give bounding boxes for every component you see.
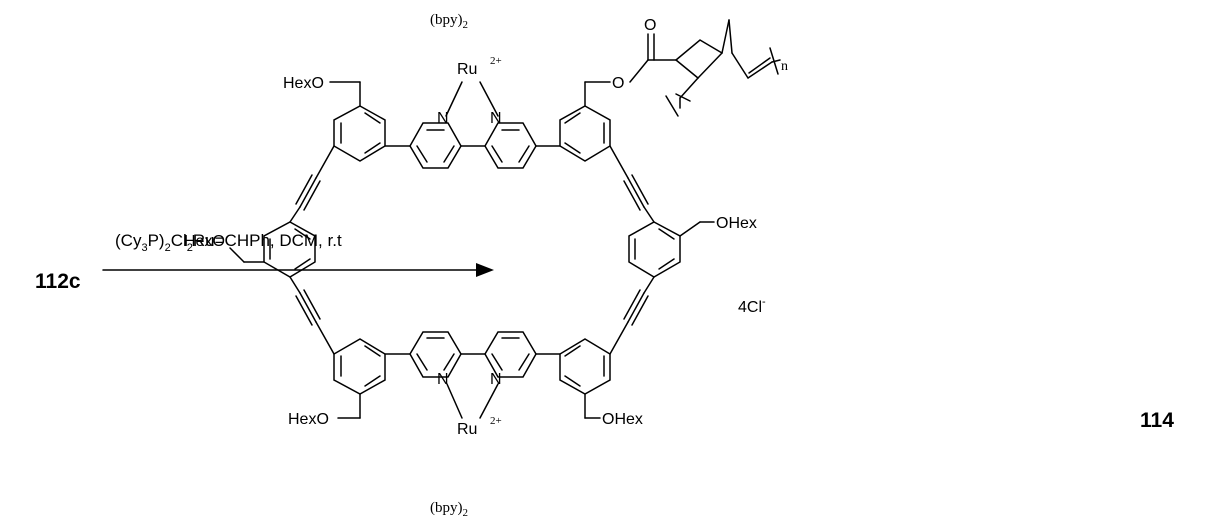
macrocycle-skeleton	[229, 19, 781, 419]
hexyloxy-bottom-right: OHex	[602, 411, 643, 428]
hexyloxy-middle-left: HexO	[184, 233, 225, 250]
nitrogen-label-top-right: N	[490, 110, 502, 127]
reaction-conditions: (Cy3P)2Cl2Ru=CHPh, DCM, r.t	[115, 231, 342, 254]
product-label: 114	[1140, 409, 1174, 432]
ligand-label-top: (bpy)2	[430, 12, 468, 31]
hexyloxy-bottom-left: HexO	[288, 411, 329, 428]
hexyloxy-middle-right: OHex	[716, 215, 757, 232]
nitrogen-label-bottom-left: N	[437, 371, 449, 388]
nitrogen-label-bottom-right: N	[490, 371, 502, 388]
hexyloxy-top-left: HexO	[283, 75, 324, 92]
ester-oxygen: O	[612, 75, 624, 92]
reaction-arrow-head	[476, 263, 494, 277]
nitrogen-label-top-left: N	[437, 110, 449, 127]
ligand-label-bottom: (bpy)2	[430, 500, 468, 519]
counterion-label: 4Cl-	[738, 296, 766, 316]
ruthenium-label-bottom: Ru	[457, 421, 477, 438]
ruthenium-charge-bottom: 2+	[490, 415, 502, 427]
repeat-subscript: n	[781, 59, 788, 74]
ruthenium-label-top: Ru	[457, 61, 477, 78]
carbonyl-oxygen: O	[644, 17, 656, 34]
reactant-label: 112c	[35, 270, 81, 293]
ruthenium-charge-top: 2+	[490, 55, 502, 67]
atom-labels: (bpy)2 Ru 2+ N N N N Ru 2+ (bpy)2 HexO H…	[184, 12, 788, 519]
